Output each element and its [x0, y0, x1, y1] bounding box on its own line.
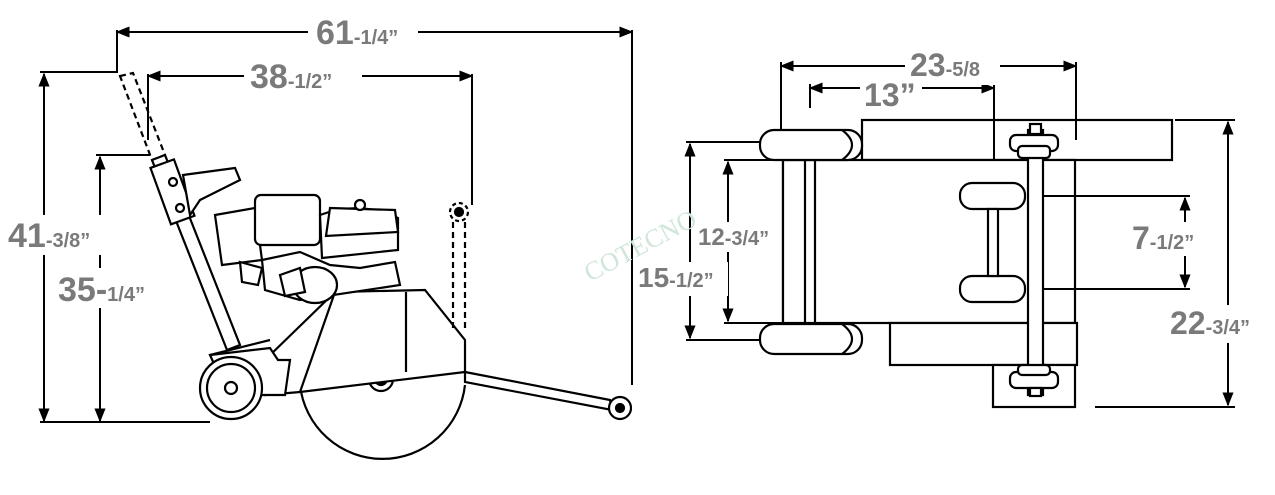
- dim-overall-depth: 22-3/4”: [1170, 305, 1250, 341]
- main-frame: [781, 158, 1077, 325]
- blade-guard: [263, 288, 467, 397]
- grip-bottom: [958, 274, 1027, 304]
- top-view: [758, 118, 1174, 409]
- dim-wheel-track: 13”: [864, 77, 916, 113]
- blade-shaft: [1026, 128, 1045, 397]
- grip-top: [958, 181, 1027, 211]
- dim-overall-length: 61-1/4”: [316, 14, 398, 52]
- dim-wheel-base: 15-1/2”: [638, 262, 714, 293]
- side-view: [118, 71, 633, 461]
- dim-handle-spacing: 7-1/2”: [1132, 220, 1194, 256]
- pointer-arm: [463, 370, 614, 412]
- rear-wheel: [198, 355, 264, 421]
- dim-handle-to-blade: 38-1/2”: [250, 58, 332, 96]
- dim-overall-height: 41-3/8”: [8, 217, 90, 255]
- handle: [118, 71, 242, 352]
- rear-axle-bar: [781, 158, 817, 325]
- dim-overall-width: 23-5/8: [910, 47, 980, 83]
- dim-frame-depth: 12-3/4”: [698, 224, 769, 251]
- engine: [213, 193, 402, 305]
- blade-housing: [888, 321, 1079, 367]
- dim-handle-height: 35-1/4”: [58, 271, 145, 309]
- rear-wheel-left: [758, 128, 864, 162]
- blade: [298, 384, 467, 461]
